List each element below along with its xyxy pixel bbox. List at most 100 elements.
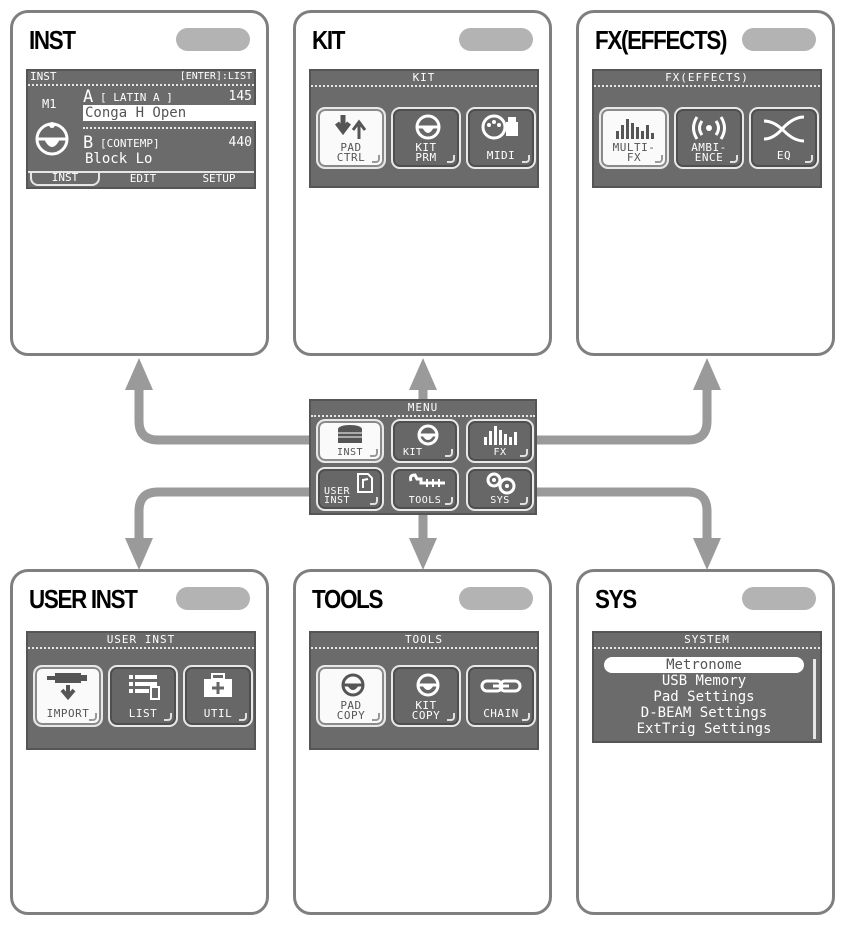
title-bar-tab	[742, 587, 816, 610]
inst-screen: INST [ENTER]:LIST M1 A [ LATIN A ] 145 C…	[26, 69, 256, 189]
user-inst-screen-header: USER INST	[28, 633, 254, 649]
list-button[interactable]: LIST	[108, 665, 178, 727]
arrow-up-fx	[693, 358, 721, 390]
title-bar-tab	[176, 28, 250, 51]
eq-icon	[763, 115, 805, 143]
inst-card-title: INST	[29, 25, 76, 55]
inst-screen-header-right: [ENTER]:LIST	[179, 71, 252, 82]
ambience-label: AMBI- ENCE	[691, 141, 727, 164]
tab-inst[interactable]: INST	[30, 171, 100, 186]
tools-icon	[409, 473, 445, 487]
title-bar-tab	[742, 28, 816, 51]
multi-fx-icon	[616, 119, 654, 139]
menu-tools-button[interactable]: TOOLS	[391, 467, 459, 511]
part-b-name[interactable]: Block Lo	[85, 151, 153, 167]
midi-button[interactable]: MIDI	[466, 107, 536, 169]
tab-setup[interactable]: SETUP	[202, 172, 236, 185]
tab-edit[interactable]: EDIT	[129, 172, 157, 185]
arrow-up-inst	[125, 358, 153, 390]
system-item-pad-settings[interactable]: Pad Settings	[653, 689, 755, 705]
menu-inst-label: INST	[336, 447, 364, 458]
arrow-down-tools	[409, 538, 437, 570]
kit-copy-icon	[416, 673, 440, 697]
user-inst-card: USER INST USER INST IMPORT LIST UTIL	[10, 569, 269, 915]
drum-icon	[338, 425, 362, 443]
menu-tools-label: TOOLS	[408, 495, 442, 506]
part-a-category: [ LATIN A ]	[100, 91, 173, 104]
pad-ctrl-label: PAD CTRL	[336, 141, 366, 164]
system-item-exttrig-settings[interactable]: ExtTrig Settings	[636, 721, 772, 737]
fx-card: FX(EFFECTS) FX(EFFECTS) MULTI- FX AMBI- …	[576, 10, 835, 356]
gears-icon	[486, 472, 516, 495]
pad-copy-button[interactable]: PAD COPY	[316, 665, 386, 727]
pad-ctrl-button[interactable]: PAD CTRL	[316, 107, 386, 169]
user-inst-screen: USER INST IMPORT LIST UTIL	[26, 631, 256, 750]
util-label: UTIL	[203, 707, 233, 720]
scrollbar[interactable]	[813, 659, 816, 739]
part-a-letter: A	[83, 87, 94, 107]
kit-copy-label: KIT COPY	[411, 699, 441, 722]
import-button[interactable]: IMPORT	[33, 665, 103, 727]
menu-fx-label: FX	[493, 447, 507, 458]
drum-pad-icon	[35, 122, 69, 156]
menu-sys-label: SYS	[490, 495, 510, 506]
inst-screen-header-left: INST	[30, 70, 57, 83]
chain-icon	[480, 679, 522, 693]
kit-screen: KIT PAD CTRL KIT PRM MIDI	[309, 69, 539, 188]
kit-param-button[interactable]: KIT PRM	[391, 107, 461, 169]
arrow-down-user-inst	[125, 538, 153, 570]
part-b-number: 440	[228, 135, 252, 150]
arrow-up-kit	[409, 358, 437, 390]
multi-fx-label: MULTI- FX	[612, 141, 656, 164]
part-b-category: [CONTEMP]	[100, 137, 160, 150]
menu-user-inst-button[interactable]: USER INST	[316, 467, 384, 511]
menu-fx-button[interactable]: FX	[466, 419, 534, 463]
title-bar-tab	[176, 587, 250, 610]
menu-user-inst-label: USER INST	[324, 486, 351, 506]
kit-copy-button[interactable]: KIT COPY	[391, 665, 461, 727]
sys-card: SYS SYSTEM Metronome USB Memory Pad Sett…	[576, 569, 835, 915]
kit-param-label: KIT PRM	[415, 141, 437, 164]
chain-button[interactable]: CHAIN	[466, 665, 536, 727]
fx-screen-header: FX(EFFECTS)	[594, 71, 820, 87]
part-a-name[interactable]: Conga H Open	[83, 105, 256, 121]
kit-number-label: M1	[42, 97, 57, 111]
tools-card-title: TOOLS	[312, 584, 383, 614]
sys-card-title: SYS	[595, 584, 637, 614]
import-label: IMPORT	[46, 707, 90, 720]
menu-kit-button[interactable]: KIT	[391, 419, 459, 463]
tools-screen: TOOLS PAD COPY KIT COPY CHAIN	[309, 631, 539, 750]
ambience-button[interactable]: AMBI- ENCE	[674, 107, 744, 169]
inst-card: INST INST [ENTER]:LIST M1 A [ LATIN A ] …	[10, 10, 269, 356]
arrow-down-sys	[693, 538, 721, 570]
menu-kit-label: KIT	[403, 447, 423, 458]
title-bar-tab	[459, 28, 533, 51]
system-item-dbeam-settings[interactable]: D-BEAM Settings	[640, 705, 768, 721]
fx-card-title: FX(EFFECTS)	[595, 25, 727, 55]
menu-screen-header: MENU	[311, 401, 535, 417]
user-inst-icon	[357, 473, 373, 493]
pad-copy-icon	[341, 673, 365, 697]
kit-icon	[417, 424, 439, 446]
system-item-usb-memory[interactable]: USB Memory	[661, 673, 747, 689]
fx-icon	[484, 426, 517, 445]
system-screen-header: SYSTEM	[594, 633, 820, 649]
multi-fx-button[interactable]: MULTI- FX	[599, 107, 669, 169]
midi-icon	[481, 114, 518, 140]
eq-label: EQ	[776, 149, 792, 162]
list-icon	[129, 675, 160, 700]
kit-card: KIT KIT PAD CTRL KIT PRM MIDI	[293, 10, 552, 356]
kit-card-title: KIT	[312, 25, 345, 55]
user-inst-card-title: USER INST	[29, 584, 138, 614]
kit-param-icon	[415, 114, 441, 140]
system-screen: SYSTEM Metronome USB Memory Pad Settings…	[592, 631, 822, 743]
util-button[interactable]: UTIL	[183, 665, 253, 727]
system-item-metronome[interactable]: Metronome	[604, 657, 804, 673]
part-a-number: 145	[228, 89, 252, 104]
eq-button[interactable]: EQ	[749, 107, 819, 169]
title-bar-tab	[459, 587, 533, 610]
fx-screen: FX(EFFECTS) MULTI- FX AMBI- ENCE EQ	[592, 69, 822, 188]
menu-inst-button[interactable]: INST	[316, 419, 384, 463]
menu-sys-button[interactable]: SYS	[466, 467, 534, 511]
